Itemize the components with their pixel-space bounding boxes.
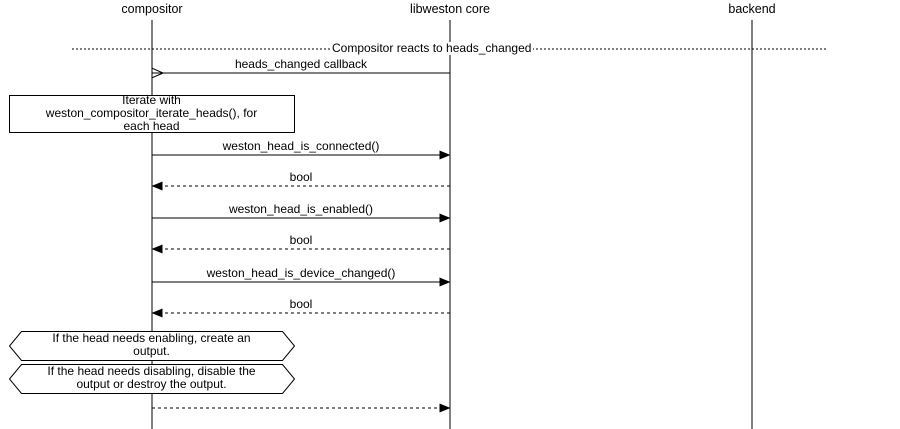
condition-shape-enable-head-condition	[8, 331, 296, 361]
condition-line-disable-head-condition-1: output or destroy the output.	[76, 376, 227, 391]
message-label-bool-return-connected: bool	[289, 170, 313, 184]
lifeline-label-libweston-core: libweston core	[410, 2, 490, 16]
condition-line-enable-head-condition-0: If the head needs enabling, create an	[52, 330, 251, 345]
message-label-weston-head-is-enabled: weston_head_is_enabled()	[228, 202, 374, 216]
condition-line-disable-head-condition-0: If the head needs disabling, disable the	[47, 363, 256, 378]
note-line-iterate-heads-note-0: Iterate with	[122, 93, 181, 107]
message-label-weston-head-is-connected: weston_head_is_connected()	[222, 139, 380, 153]
message-label-heads-changed-callback: heads_changed callback	[234, 57, 368, 71]
lifeline-label-backend: backend	[728, 2, 776, 16]
condition-shape-disable-head-condition	[8, 364, 296, 394]
note-box-iterate-heads-note	[9, 95, 295, 133]
separator-label-heads-changed-separator: Compositor reacts to heads_changed	[330, 41, 534, 55]
lifeline-label-compositor: compositor	[121, 2, 183, 16]
message-label-weston-head-is-device-changed: weston_head_is_device_changed()	[206, 266, 396, 280]
note-line-iterate-heads-note-2: each head	[123, 119, 180, 133]
messages-group	[151, 73, 451, 413]
conditions-group	[8, 331, 296, 394]
message-label-bool-return-enabled: bool	[289, 233, 313, 247]
note-line-iterate-heads-note-1: weston_compositor_iterate_heads(), for	[45, 106, 258, 120]
message-label-bool-return-device-changed: bool	[289, 297, 313, 311]
notes-group	[9, 95, 295, 133]
condition-line-enable-head-condition-1: output.	[133, 343, 170, 358]
